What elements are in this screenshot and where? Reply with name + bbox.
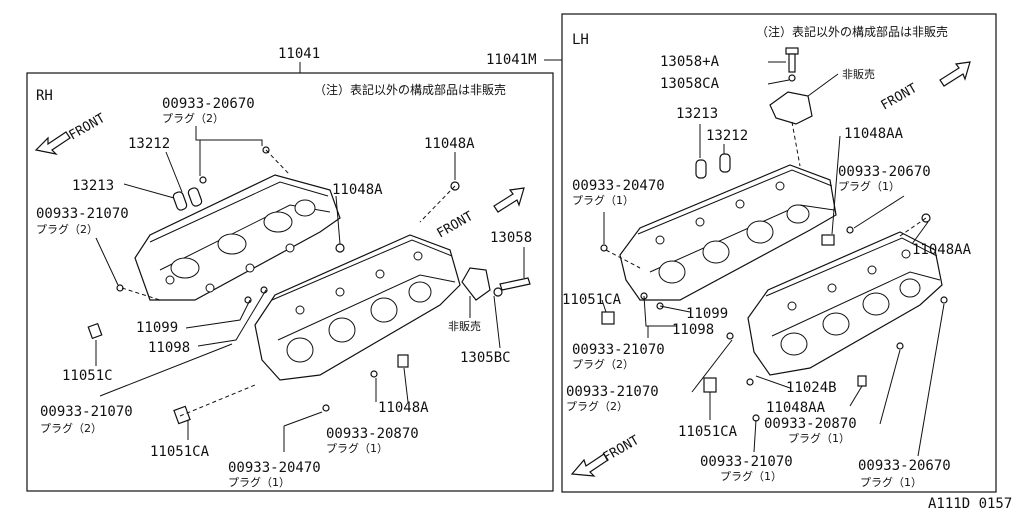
front-arrow-icon-right — [493, 187, 525, 213]
lh-label-13213: 13213 — [676, 106, 718, 122]
rh-label-00933-21070: 00933-21070 — [36, 206, 129, 222]
lh-sub-00933-20670-b: プラグ（1） — [860, 475, 922, 489]
lh-leaders — [601, 61, 945, 457]
lh-label-00933-20470: 00933-20470 — [572, 178, 665, 194]
rh-labels: 00933-20670 プラグ（2） 13212 13213 00933-210… — [36, 96, 532, 489]
lh-label-00933-20870: 00933-20870 — [764, 416, 857, 432]
lh-label-00933-20670-b: 00933-20670 — [858, 458, 951, 474]
lh-sub-00933-21070: プラグ（2） — [572, 357, 634, 371]
lh-label-13058A: 13058+A — [660, 54, 720, 70]
lh-sub-00933-20470: プラグ（1） — [572, 193, 634, 207]
rh-panel-frame — [26, 72, 554, 492]
rh-label-13058C: 1305BC — [460, 350, 511, 366]
rh-label-11048A-low: 11048A — [378, 400, 429, 416]
rh-label-11048A-mid: 11048A — [332, 182, 383, 198]
lh-cylinder-head-upper — [619, 164, 837, 301]
lh-label-11048AA-right: 11048AA — [912, 242, 972, 258]
lh-sub-00933-20870: プラグ（1） — [788, 431, 850, 445]
lh-label-11098: 11098 — [672, 322, 714, 338]
lh-sub-00933-20670: プラグ（1） — [838, 179, 900, 193]
rh-label-13213: 13213 — [72, 178, 114, 194]
lh-label-not-sold: 非販売 — [842, 68, 875, 81]
rh-leaders — [95, 126, 525, 452]
lh-label-00933-21070: 00933-21070 — [572, 342, 665, 358]
rh-tag: RH — [36, 88, 53, 104]
rh-label-13058: 13058 — [490, 230, 532, 246]
rh-label-not-sold: 非販売 — [448, 320, 481, 333]
rh-label-00933-20470: 00933-20470 — [228, 460, 321, 476]
rh-sub-00933-21070: プラグ（2） — [36, 222, 98, 236]
lh-front-label-top: FRONT — [879, 81, 921, 114]
lh-label-00933-20670: 00933-20670 — [838, 164, 931, 180]
rh-label-00933-21070-b: 00933-21070 — [40, 404, 133, 420]
lh-label-13058CA: 13058CA — [660, 76, 720, 92]
lh-note: （注）表記以外の構成部品は非販売 — [756, 24, 948, 39]
rh-small-parts — [87, 146, 531, 425]
rh-label-13212: 13212 — [128, 136, 170, 152]
rh-label-11048A-top: 11048A — [424, 136, 475, 152]
lh-label-11024B: 11024B — [786, 380, 837, 396]
rh-label-00933-20670: 00933-20670 — [162, 96, 255, 112]
lh-labels: 13058+A 13058CA 非販売 13213 13212 11048AA … — [562, 54, 972, 489]
rh-sub-00933-20870: プラグ（1） — [326, 441, 388, 455]
lh-tag: LH — [572, 32, 589, 48]
lh-label-11051CA-low: 11051CA — [678, 424, 738, 440]
lh-label-00933-21070-b: 00933-21070 — [566, 384, 659, 400]
rh-front-label: FRONT — [67, 111, 109, 144]
lh-panel-frame — [561, 13, 997, 493]
rh-sub-00933-20670: プラグ（2） — [162, 111, 224, 125]
lh-sub-00933-21070-b: プラグ（2） — [566, 399, 628, 413]
lh-sub-00933-21070-c: プラグ（1） — [720, 469, 782, 483]
front-arrow-icon-lh-top — [939, 61, 971, 87]
rh-sub-00933-20470: プラグ（1） — [228, 475, 290, 489]
rh-label-11051CA: 11051CA — [150, 444, 210, 460]
lh-label-11048AA-low: 11048AA — [766, 400, 826, 416]
lh-label-11051CA-left: 11051CA — [562, 292, 622, 308]
rh-cylinder-head-lower — [254, 234, 461, 381]
lh-small-parts — [600, 47, 948, 422]
rh-label-11098: 11098 — [148, 340, 190, 356]
front-arrow-icon — [34, 131, 71, 155]
rh-assembly-number: 11041 — [278, 46, 320, 62]
rh-label-00933-20870: 00933-20870 — [326, 426, 419, 442]
lh-front-label-bottom: FRONT — [601, 433, 643, 466]
lh-label-11048AA-top: 11048AA — [844, 126, 904, 142]
front-arrow-icon-lh-bottom — [570, 453, 609, 477]
rh-cylinder-head-upper — [134, 174, 341, 301]
lh-label-13212: 13212 — [706, 128, 748, 144]
lh-assembly-number: 11041M — [486, 52, 537, 68]
lh-label-11099: 11099 — [686, 306, 728, 322]
lh-label-00933-21070-c: 00933-21070 — [700, 454, 793, 470]
rh-front-label-right: FRONT — [435, 209, 477, 242]
rh-sub-00933-21070-b: プラグ（2） — [40, 421, 102, 435]
rh-label-11099: 11099 — [136, 320, 178, 336]
lh-cylinder-head-lower — [747, 231, 943, 376]
figure-code: A111D 0157 — [928, 496, 1012, 512]
rh-label-11051C: 11051C — [62, 368, 113, 384]
rh-note: （注）表記以外の構成部品は非販売 — [314, 82, 506, 97]
